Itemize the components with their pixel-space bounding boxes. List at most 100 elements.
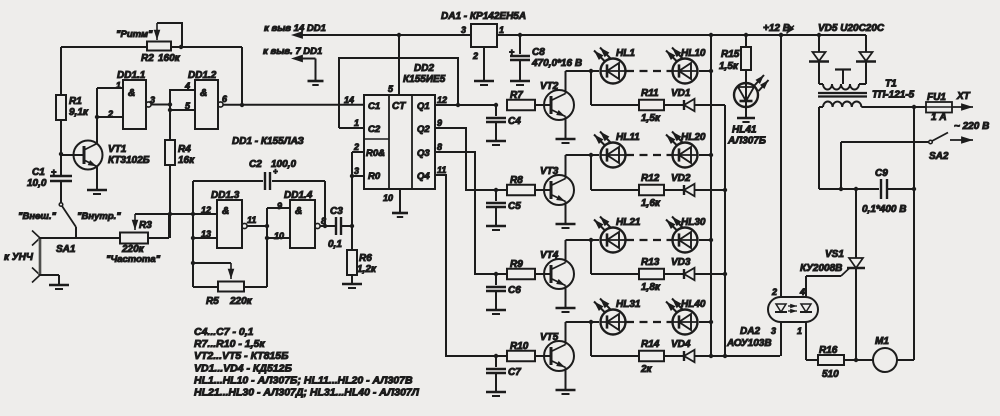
svg-text:VT4: VT4	[540, 250, 559, 261]
svg-text:DD1.4: DD1.4	[284, 190, 313, 201]
svg-text:0,1*400 В: 0,1*400 В	[862, 204, 906, 215]
svg-text:5: 5	[388, 84, 394, 94]
svg-text:1,5к: 1,5к	[641, 113, 661, 124]
svg-text:КУ2008В: КУ2008В	[800, 263, 842, 274]
svg-text:R2: R2	[141, 53, 154, 64]
svg-text:АЛ307Б: АЛ307Б	[727, 136, 766, 147]
svg-text:1: 1	[797, 326, 802, 336]
svg-text:3: 3	[461, 25, 466, 35]
svg-text:SA2: SA2	[929, 151, 949, 162]
svg-text:C4: C4	[508, 116, 521, 127]
svg-text:~ 220 В: ~ 220 В	[954, 121, 989, 132]
svg-text:2: 2	[353, 142, 359, 152]
svg-text:CT: CT	[392, 101, 406, 112]
svg-text:1,2к: 1,2к	[357, 264, 377, 275]
svg-text:R10: R10	[510, 341, 529, 352]
svg-text:HL1: HL1	[616, 48, 635, 59]
svg-text:C9: C9	[875, 168, 888, 179]
svg-text:+: +	[51, 167, 57, 177]
svg-text:FU1: FU1	[927, 92, 946, 103]
svg-text:C4...C7 - 0,1: C4...C7 - 0,1	[194, 326, 254, 338]
svg-text:VD5 U20C20C: VD5 U20C20C	[818, 23, 885, 34]
svg-text:SA1: SA1	[56, 244, 76, 255]
svg-text:1,8к: 1,8к	[641, 282, 661, 293]
svg-text:0,1: 0,1	[328, 239, 342, 250]
svg-text:DD1.2: DD1.2	[188, 70, 217, 81]
svg-text:10: 10	[274, 231, 284, 241]
svg-text:HL41: HL41	[732, 125, 757, 136]
svg-text:VD1: VD1	[671, 88, 691, 99]
svg-text:VD2: VD2	[671, 173, 691, 184]
svg-text:1: 1	[354, 118, 359, 128]
svg-text:VD3: VD3	[671, 257, 691, 268]
svg-text:VT2...VT5 - КТ815Б: VT2...VT5 - КТ815Б	[194, 350, 289, 362]
svg-text:Q2: Q2	[417, 124, 430, 135]
svg-text:1: 1	[499, 25, 504, 35]
svg-text:2: 2	[771, 287, 777, 297]
svg-text:HL21...HL30 - АЛ307Д; HL31...H: HL21...HL30 - АЛ307Д; HL31...HL40 - АЛ30…	[194, 387, 420, 399]
svg-text:C2: C2	[368, 124, 381, 135]
svg-text:"Ритм": "Ритм"	[116, 29, 153, 40]
svg-text:10: 10	[383, 193, 393, 203]
svg-text:HL31: HL31	[616, 299, 641, 310]
svg-text:1 А: 1 А	[931, 112, 947, 123]
svg-text:R1: R1	[69, 96, 82, 107]
svg-text:C1: C1	[368, 101, 380, 112]
svg-text:11: 11	[437, 165, 446, 175]
svg-text:10,0: 10,0	[27, 178, 47, 189]
svg-text:13: 13	[201, 229, 211, 239]
svg-text:R3: R3	[139, 220, 152, 231]
svg-text:3: 3	[771, 326, 776, 336]
svg-text:ХТ: ХТ	[956, 91, 971, 102]
svg-text:470,0*16 В: 470,0*16 В	[531, 58, 582, 69]
svg-text:Q1: Q1	[417, 101, 430, 112]
svg-text:2: 2	[107, 109, 113, 119]
svg-text:6: 6	[222, 94, 228, 104]
svg-text:14: 14	[344, 95, 354, 105]
svg-text:R15: R15	[721, 49, 740, 60]
svg-text:К155ИЕ5: К155ИЕ5	[403, 74, 446, 85]
svg-text:R7: R7	[510, 90, 523, 101]
svg-text:4: 4	[184, 81, 190, 91]
svg-text:8: 8	[321, 216, 326, 226]
svg-text:C2: C2	[249, 159, 262, 170]
svg-text:R11: R11	[641, 88, 659, 99]
svg-text:&: &	[222, 206, 229, 217]
svg-text:11: 11	[247, 215, 256, 225]
svg-text:C5: C5	[508, 201, 521, 212]
svg-text:VT3: VT3	[540, 166, 559, 177]
svg-text:2к: 2к	[640, 364, 653, 375]
svg-text:DD1.3: DD1.3	[211, 190, 240, 201]
svg-text:R16: R16	[819, 345, 838, 356]
svg-text:VS1: VS1	[825, 249, 844, 260]
svg-text:VT2: VT2	[540, 81, 559, 92]
svg-text:ТП-121-5: ТП-121-5	[872, 90, 915, 101]
svg-text:C3: C3	[330, 206, 343, 217]
svg-text:&: &	[128, 88, 135, 99]
svg-text:DA1 - КР142ЕН5А: DA1 - КР142ЕН5А	[441, 11, 526, 22]
svg-text:C7: C7	[508, 367, 521, 378]
svg-text:R4: R4	[178, 144, 191, 155]
svg-text:HL21: HL21	[616, 217, 641, 228]
svg-text:"Внеш.": "Внеш."	[18, 211, 56, 222]
svg-text:5: 5	[185, 101, 191, 111]
svg-text:HL40: HL40	[681, 299, 706, 310]
svg-text:100,0: 100,0	[271, 159, 296, 170]
svg-text:VD1...VD4 - КД512Б: VD1...VD4 - КД512Б	[194, 362, 292, 374]
svg-text:1: 1	[116, 80, 121, 90]
svg-text:R5: R5	[206, 296, 219, 307]
svg-text:R0&: R0&	[366, 148, 385, 159]
svg-text:12: 12	[437, 95, 447, 105]
svg-text:R12: R12	[641, 173, 660, 184]
svg-text:"Внутр.": "Внутр."	[77, 211, 121, 222]
svg-text:DD1.1: DD1.1	[117, 70, 146, 81]
svg-text:R7...R10 - 1,5к: R7...R10 - 1,5к	[194, 338, 265, 350]
svg-text:12: 12	[201, 205, 211, 215]
svg-text:R9: R9	[510, 259, 523, 270]
svg-text:КТ3102Б: КТ3102Б	[108, 155, 150, 166]
svg-text:1,6к: 1,6к	[641, 198, 661, 209]
svg-text:DD2: DD2	[414, 63, 434, 74]
svg-text:DA2: DA2	[740, 326, 760, 337]
svg-text:М1: М1	[875, 336, 889, 347]
svg-text:"Частота": "Частота"	[106, 254, 161, 265]
